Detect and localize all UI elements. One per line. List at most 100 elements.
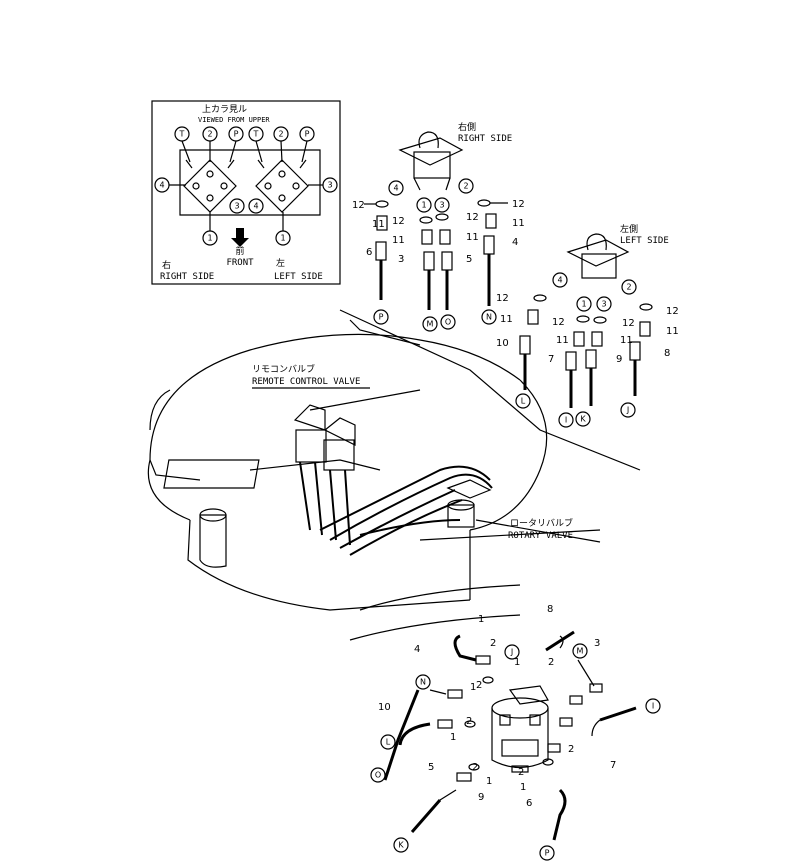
svg-text:T: T	[179, 130, 185, 139]
svg-text:7: 7	[610, 760, 616, 771]
svg-text:L: L	[386, 738, 391, 747]
svg-text:2: 2	[548, 657, 554, 668]
svg-text:M: M	[427, 320, 434, 329]
svg-text:10: 10	[496, 338, 509, 349]
svg-text:1: 1	[450, 732, 456, 743]
inset-right-jp: 右	[162, 259, 171, 271]
svg-text:6: 6	[366, 247, 372, 258]
svg-text:12: 12	[552, 317, 565, 328]
right-valve-label-en: RIGHT SIDE	[458, 134, 512, 144]
svg-text:J: J	[626, 406, 629, 415]
remote-valve-label-en: REMOTE CONTROL VALVE	[252, 377, 360, 387]
svg-text:3: 3	[234, 202, 239, 211]
svg-text:O: O	[375, 771, 381, 780]
svg-text:11: 11	[666, 326, 679, 337]
svg-text:J: J	[510, 648, 513, 657]
svg-text:I: I	[652, 702, 654, 711]
svg-text:11: 11	[556, 335, 569, 346]
right-side-valve: 右側 RIGHT SIDE 4 2 1 3 12 12 11 12 12 11 …	[352, 121, 525, 332]
svg-text:6: 6	[526, 798, 532, 809]
svg-text:M: M	[577, 647, 584, 656]
svg-text:11: 11	[466, 232, 479, 243]
machine-frame: リモコンバルブ REMOTE CONTROL VALVE ロータリバルブ ROT…	[147, 309, 641, 641]
svg-text:1: 1	[514, 657, 520, 668]
svg-text:L: L	[521, 397, 526, 406]
svg-text:11: 11	[372, 219, 385, 230]
rotary-valve-label-jp: ロータリバルブ	[510, 517, 573, 529]
front-label-jp: 前	[235, 245, 244, 257]
inset-left-en: LEFT SIDE	[274, 272, 323, 282]
rotary-valve-detail: 8 3 1 2 4 1 2 10 1 2 2 1 2 7 5 1 2 1 9 6…	[370, 604, 661, 861]
svg-text:4: 4	[512, 237, 518, 248]
svg-text:3: 3	[601, 300, 606, 309]
rotary-valve-label-en: ROTARY VALVE	[508, 531, 573, 541]
svg-text:I: I	[565, 416, 567, 425]
svg-text:2: 2	[626, 283, 631, 292]
inset-body	[179, 149, 321, 216]
svg-text:9: 9	[478, 792, 484, 803]
svg-text:T: T	[253, 130, 259, 139]
inset-port-callouts: T 2 P T 2 P 4 3 4 3 1 1	[154, 126, 338, 246]
svg-text:2: 2	[490, 638, 496, 649]
svg-text:11: 11	[620, 335, 633, 346]
svg-text:1: 1	[520, 782, 526, 793]
svg-text:1: 1	[470, 682, 476, 693]
svg-text:4: 4	[414, 644, 420, 655]
svg-text:2: 2	[463, 182, 468, 191]
svg-text:5: 5	[428, 762, 434, 773]
left-side-valve: 左側 LEFT SIDE 4 2 1 3 12 12 11 12 12 11 1…	[496, 223, 679, 428]
svg-text:2: 2	[568, 744, 574, 755]
inset-title-jp: 上カラ見ル	[202, 104, 247, 115]
svg-text:P: P	[234, 130, 239, 139]
svg-text:P: P	[379, 313, 384, 322]
svg-text:11: 11	[392, 235, 405, 246]
inset-left-jp: 左	[276, 257, 285, 269]
svg-text:P: P	[545, 849, 550, 858]
top-view-inset: 上カラ見ル VIEWED FROM UPPER T 2 P	[151, 100, 341, 285]
svg-text:12: 12	[512, 199, 525, 210]
svg-text:3: 3	[439, 201, 444, 210]
svg-text:3: 3	[594, 638, 600, 649]
svg-text:1: 1	[486, 776, 492, 787]
svg-text:2: 2	[476, 680, 482, 691]
right-valve-label-jp: 右側	[458, 121, 476, 133]
svg-text:11: 11	[512, 218, 525, 229]
svg-text:12: 12	[466, 212, 479, 223]
left-valve-label-en: LEFT SIDE	[620, 236, 669, 246]
left-valve-label-jp: 左側	[620, 223, 638, 235]
svg-text:K: K	[398, 841, 404, 850]
svg-text:P: P	[305, 130, 310, 139]
svg-text:4: 4	[557, 276, 562, 285]
svg-text:1: 1	[421, 201, 426, 210]
svg-text:3: 3	[398, 254, 404, 265]
front-arrow-icon	[231, 228, 249, 247]
front-label-en: FRONT	[226, 258, 254, 268]
svg-text:2: 2	[278, 130, 283, 139]
inset-valve-left	[255, 159, 309, 213]
svg-text:4: 4	[253, 202, 258, 211]
svg-text:1: 1	[478, 614, 484, 625]
remote-control-valve	[293, 404, 356, 546]
svg-text:4: 4	[159, 181, 164, 190]
svg-text:2: 2	[207, 130, 212, 139]
inset-frame	[151, 100, 341, 285]
svg-text:8: 8	[547, 604, 553, 615]
svg-text:1: 1	[581, 300, 586, 309]
svg-text:O: O	[445, 318, 451, 327]
svg-text:12: 12	[622, 318, 635, 329]
svg-text:12: 12	[352, 200, 365, 211]
svg-text:8: 8	[664, 348, 670, 359]
svg-text:N: N	[420, 678, 426, 687]
remote-valve-label-jp: リモコンバルブ	[252, 363, 315, 375]
svg-text:2: 2	[518, 767, 524, 778]
svg-text:11: 11	[500, 314, 513, 325]
svg-text:1: 1	[207, 234, 212, 243]
inset-right-en: RIGHT SIDE	[160, 272, 214, 282]
svg-text:1: 1	[280, 234, 285, 243]
inset-title-en: VIEWED FROM UPPER	[198, 116, 270, 124]
svg-text:12: 12	[666, 306, 679, 317]
svg-text:12: 12	[496, 293, 509, 304]
svg-text:10: 10	[378, 702, 391, 713]
svg-text:5: 5	[466, 254, 472, 265]
